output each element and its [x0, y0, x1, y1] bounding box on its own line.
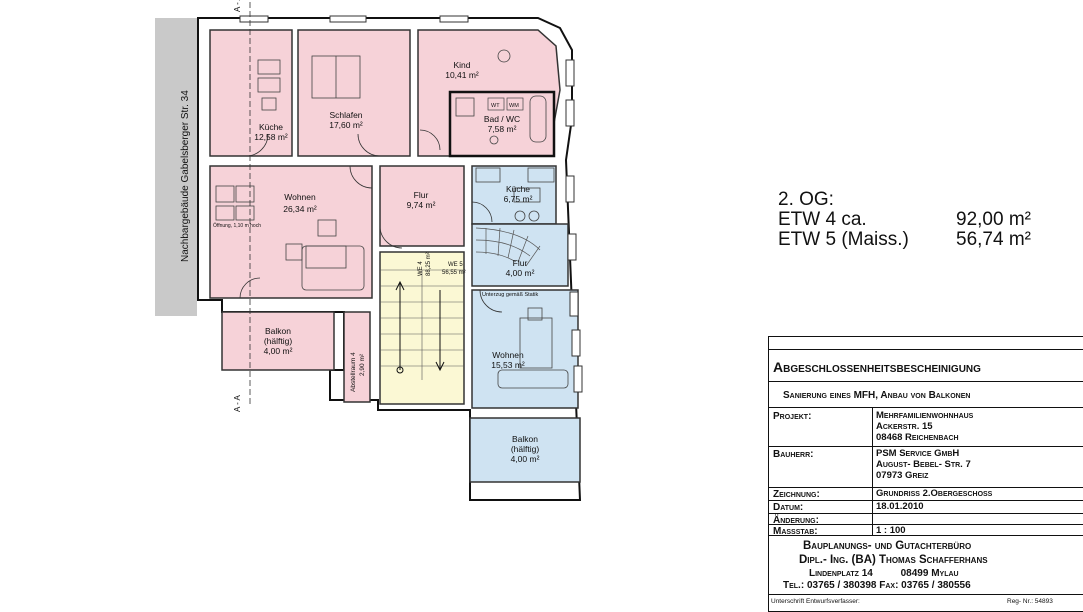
room-area: 4,00 m²	[506, 268, 535, 278]
room-label: Wohnen	[492, 350, 524, 360]
room-label: Küche	[259, 122, 283, 132]
etw4-label: ETW 4 ca.	[778, 209, 867, 230]
massstab-label: Massstab:	[773, 526, 818, 537]
title-block-subtitle: Sanierung eines MFH, Anbau von Balkonen	[783, 390, 971, 401]
datum-value: 18.01.2010	[876, 501, 924, 512]
balcony-note: (hälftig)	[264, 336, 293, 346]
office-line-1: Bauplanungs- und Gutachterbüro	[803, 540, 972, 552]
office-line-3: Lindenplatz 14 08499 Mylau	[809, 568, 959, 579]
projekt-line-2: Ackerstr. 15	[876, 421, 933, 432]
room-area: 6,75 m²	[504, 194, 533, 204]
etw5-label: ETW 5 (Maiss.)	[778, 229, 909, 250]
room-area: 15,53 m²	[491, 360, 525, 370]
we4-label: WE 4	[418, 261, 424, 276]
room-bad	[448, 90, 556, 158]
opening-note: Öffnung, 1,10 m hoch	[213, 222, 261, 229]
room-area: 9,74 m²	[407, 200, 436, 210]
zeichnung-value: Grundriss 2.Obergeschoss	[876, 488, 993, 499]
datum-label: Datum:	[773, 502, 804, 513]
bauherr-label: Bauherr:	[773, 449, 814, 460]
office-line-4: Tel.: 03765 / 380398 Fax: 03765 / 380556	[783, 580, 971, 591]
floor-plan: Nachbargebäude Gabelsberger Str. 34	[155, 0, 583, 501]
section-mark-top: A - A	[233, 0, 242, 12]
neighbor-label: Nachbargebäude Gabelsberger Str. 34	[180, 90, 191, 262]
etw4-value: 92,00 m²	[956, 209, 1031, 230]
projekt-line-3: 08468 Reichenbach	[876, 432, 959, 443]
room-label: Bad / WC	[484, 114, 520, 124]
etw5-row: ETW 5 (Maiss.) 56,74 m²	[778, 229, 1031, 250]
projekt-line-1: Mehrfamilienwohnhaus	[876, 410, 974, 421]
neighbor-building	[155, 18, 197, 316]
massstab-value: 1 : 100	[876, 525, 906, 536]
storage-room	[343, 311, 371, 403]
room-wohnen-4	[209, 165, 373, 299]
zeichnung-label: Zeichnung:	[773, 489, 820, 500]
reg-number: Reg- Nr.: 54893	[1007, 598, 1053, 605]
aenderung-label: Änderung:	[773, 515, 819, 526]
room-label: Kind	[453, 60, 470, 70]
wt-label: WT	[491, 103, 500, 109]
beam-note: Unterzug gemäß Statik	[482, 292, 538, 298]
balcony-5	[469, 417, 581, 483]
projekt-label: Projekt:	[773, 411, 812, 422]
room-area: 7,58 m²	[488, 124, 517, 134]
balcony-area: 4,00 m²	[511, 454, 540, 464]
area-summary: 2. OG: ETW 4 ca. 92,00 m² ETW 5 (Maiss.)…	[778, 189, 1031, 250]
we4-area: 88,25 m²	[426, 252, 432, 276]
etw5-value: 56,74 m²	[956, 229, 1031, 250]
storage-label: Abstellraum 4	[350, 352, 357, 392]
title-block-title: Abgeschlossenheitsbescheinigung	[773, 359, 981, 375]
stair-start-mark	[396, 366, 404, 374]
room-label: Küche	[506, 184, 530, 194]
room-flur-4	[379, 165, 465, 247]
bauherr-line-1: PSM Service GmbH	[876, 448, 960, 459]
room-wohnen-5	[471, 289, 579, 409]
bauherr-line-2: August- Bebel- Str. 7	[876, 459, 971, 470]
room-label: Schlafen	[329, 110, 362, 120]
balcony-4	[221, 311, 335, 371]
room-area: 12,58 m²	[254, 132, 288, 142]
office-line-2: Dipl.- Ing. (BA) Thomas Schafferhans	[799, 554, 988, 566]
wm-label: WM	[509, 103, 519, 109]
room-schlafen	[297, 29, 411, 157]
section-mark-bottom: A - A	[233, 394, 242, 412]
we5-label: WE 5	[448, 262, 463, 268]
room-label: Wohnen	[284, 192, 316, 202]
floor-label: 2. OG:	[778, 189, 834, 210]
etw4-row: ETW 4 ca. 92,00 m²	[778, 209, 1031, 230]
door-swings	[239, 129, 503, 313]
room-area: 17,60 m²	[329, 120, 363, 130]
balcony-note: (hälftig)	[511, 444, 540, 454]
room-area: 10,41 m²	[445, 70, 479, 80]
stair-treads	[380, 269, 464, 380]
title-block: Abgeschlossenheitsbescheinigung Sanierun…	[768, 336, 1083, 612]
balcony-label: Balkon	[512, 434, 538, 444]
balcony-label: Balkon	[265, 326, 291, 336]
bauherr-line-3: 07973 Greiz	[876, 470, 929, 481]
room-area: 26,34 m²	[283, 204, 317, 214]
room-flur-5	[471, 223, 569, 287]
room-kueche-4	[209, 29, 293, 157]
windows	[239, 15, 583, 393]
room-label: Flur	[513, 258, 528, 268]
room-label: Flur	[414, 190, 429, 200]
stair-arrows	[395, 280, 445, 372]
storage-area: 2,90 m²	[359, 353, 366, 376]
balcony-area: 4,00 m²	[264, 346, 293, 356]
furniture	[215, 49, 569, 389]
signature-label: Unterschrift Entwurfsverfasser:	[771, 598, 860, 605]
spiral-stair	[475, 227, 541, 267]
we5-area: 56,55 m²	[442, 270, 466, 276]
